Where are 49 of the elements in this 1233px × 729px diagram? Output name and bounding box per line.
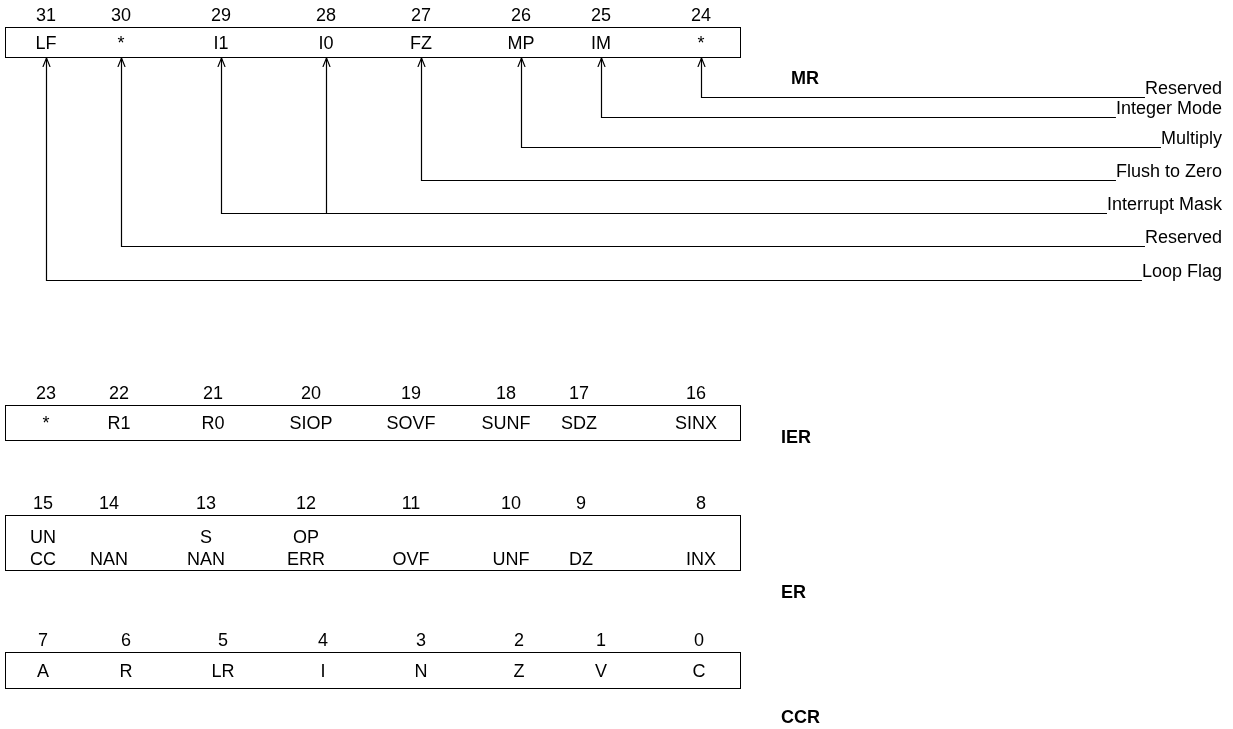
bit-number: 28: [315, 5, 336, 25]
bit-number: 14: [98, 493, 119, 513]
bit-number: 18: [496, 383, 516, 403]
register-name: ER: [781, 582, 806, 603]
bit-number: 30: [110, 5, 131, 25]
leader-line: [517, 57, 1162, 149]
field-description: Multiply: [1161, 128, 1222, 148]
bit-number: 24: [690, 5, 711, 25]
leader-line: [417, 57, 1117, 182]
bit-number: 17: [569, 383, 589, 403]
bit-number: 26: [511, 5, 531, 25]
bit-number: 5: [218, 630, 228, 650]
register-name: CCR: [781, 707, 820, 728]
leader-line: [42, 57, 1143, 282]
bit-number: 22: [108, 383, 129, 403]
bit-number: 31: [35, 5, 56, 25]
leader-line: [597, 57, 1117, 119]
bit-number: 12: [296, 493, 316, 513]
bit-number: 9: [576, 493, 586, 513]
leader-line: [117, 57, 1146, 248]
bit-number: 29: [210, 5, 231, 25]
field-description: Integer Mode: [1115, 98, 1222, 118]
bit-number: 19: [400, 383, 421, 403]
bit-number: 23: [35, 383, 56, 403]
bit-number: 6: [121, 630, 131, 650]
bit-number: 15: [33, 493, 53, 513]
register-name: MR: [791, 68, 819, 89]
bit-number: 16: [685, 383, 706, 403]
leader-line: [697, 57, 1146, 99]
bit-number: 27: [411, 5, 431, 25]
field-description: Reserved: [1144, 227, 1222, 247]
field-description: Flush to Zero: [1115, 161, 1222, 181]
bit-number: 7: [38, 630, 48, 650]
bit-number: 1: [596, 630, 606, 650]
field-description: Loop Flag: [1141, 261, 1222, 281]
bit-number: 21: [202, 383, 223, 403]
bit-number: 20: [300, 383, 321, 403]
bit-number: 11: [401, 493, 421, 513]
bit-number: 13: [196, 493, 216, 513]
bit-number: 2: [514, 630, 524, 650]
bit-number: 8: [696, 493, 706, 513]
bit-number: 0: [694, 630, 704, 650]
field-description: Reserved: [1144, 78, 1222, 98]
bit-number: 4: [318, 630, 328, 650]
bit-number: 10: [501, 493, 521, 513]
bit-number: 25: [591, 5, 611, 25]
field-description: Interrupt Mask: [1106, 194, 1222, 214]
bit-number: 3: [416, 630, 426, 650]
register-name: IER: [781, 427, 811, 448]
